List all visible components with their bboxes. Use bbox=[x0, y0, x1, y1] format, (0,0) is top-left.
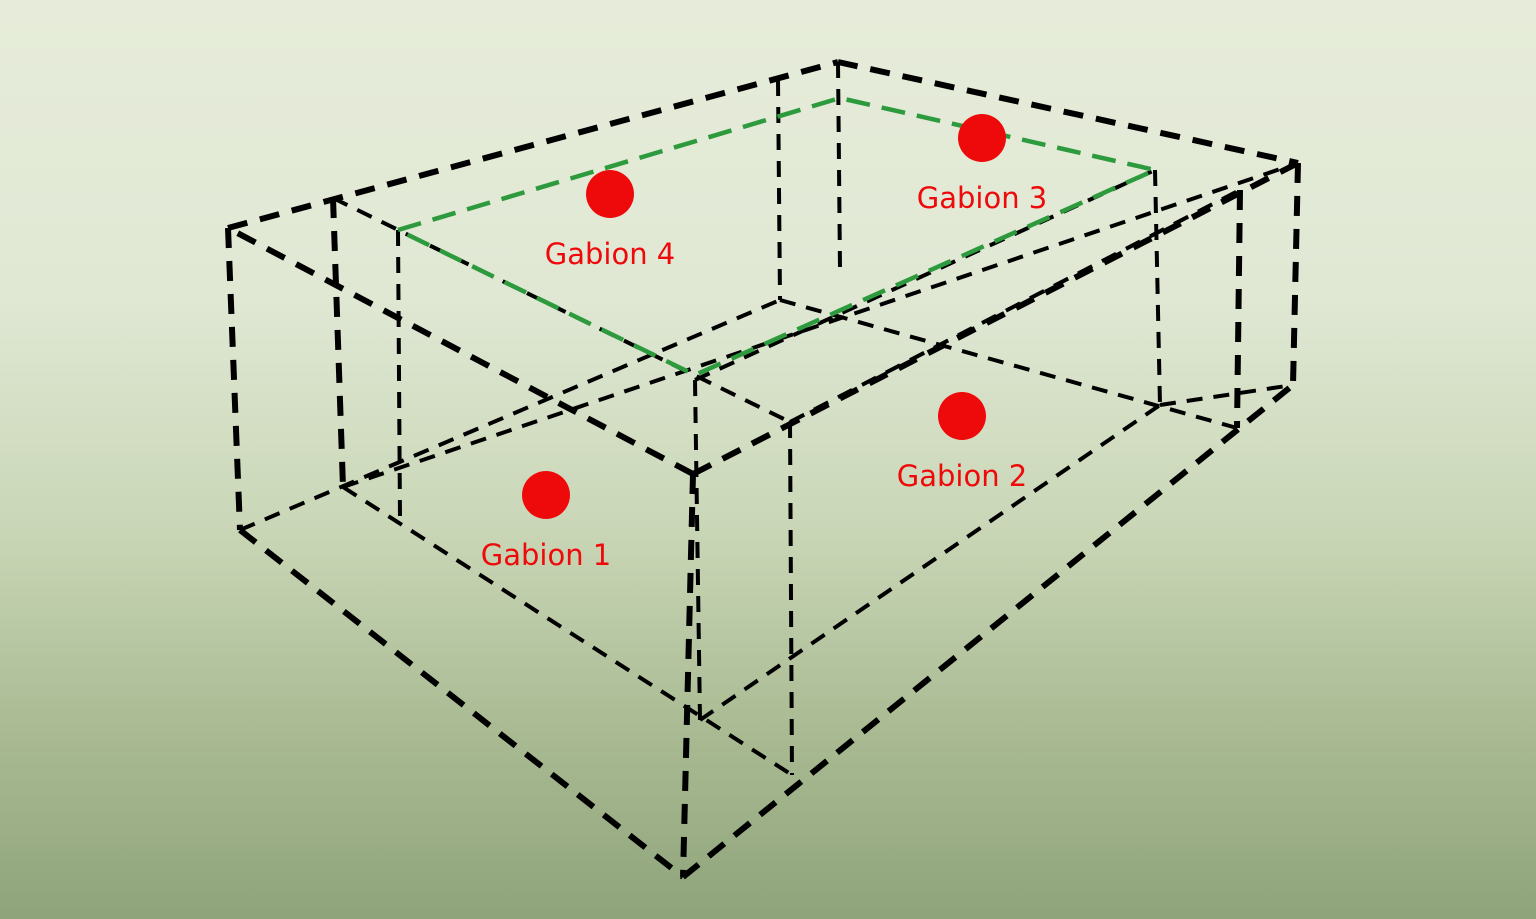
inner-front-vertical-edge bbox=[788, 421, 794, 776]
outer-top-back-right-edge bbox=[837, 59, 1299, 166]
bottom-diagonal-edge bbox=[342, 161, 1299, 489]
gabion-2-marker bbox=[938, 392, 986, 440]
outer-front-vertical-edge bbox=[680, 473, 696, 878]
inner-long-bottom-edge bbox=[341, 485, 794, 777]
bottom-right-short-edge bbox=[1159, 383, 1294, 407]
outer-right-vertical-edge bbox=[1290, 162, 1301, 386]
bottom-back-right-edge bbox=[779, 298, 1238, 430]
gabion-2-label: Gabion 2 bbox=[897, 459, 1028, 493]
gabion-3-marker bbox=[958, 114, 1006, 162]
gabion-2: Gabion 2 bbox=[897, 392, 1028, 493]
inner-top-green-outline bbox=[397, 95, 1163, 378]
inner-top-outline bbox=[397, 95, 1163, 378]
gabion-3: Gabion 3 bbox=[917, 114, 1048, 215]
outer-bottom-front-left-edge bbox=[238, 527, 685, 880]
inner-left-vertical-edge bbox=[396, 229, 402, 521]
left-divider-vertical-edge bbox=[330, 197, 346, 488]
back-left-vertical-edge bbox=[776, 79, 782, 301]
gabion-3-label: Gabion 3 bbox=[917, 181, 1048, 215]
right-divider-vertical-edge bbox=[1234, 189, 1243, 429]
inner-partitions bbox=[239, 61, 1299, 777]
gabion-1: Gabion 1 bbox=[481, 471, 612, 572]
middle-partition-front-vertical bbox=[693, 379, 702, 721]
inner-cross-top-edge bbox=[789, 188, 1241, 424]
back-corner-vertical-edge bbox=[836, 61, 842, 271]
gabion-1-label: Gabion 1 bbox=[481, 538, 612, 572]
gabion-4-label: Gabion 4 bbox=[545, 237, 676, 271]
gabion-4: Gabion 4 bbox=[545, 170, 676, 271]
outer-top-back-left-edge bbox=[227, 59, 839, 231]
middle-partition-bottom-edge bbox=[698, 403, 1162, 722]
gabion-4-marker bbox=[586, 170, 634, 218]
outer-left-vertical-edge bbox=[225, 227, 243, 531]
middle-partition-back-vertical bbox=[1153, 169, 1162, 406]
outer-top-front-left-edge bbox=[226, 225, 695, 477]
inner-long-top-edge bbox=[332, 196, 791, 424]
middle-partition-top-edge bbox=[694, 168, 1156, 382]
gabion-1-marker bbox=[522, 471, 570, 519]
bottom-back-left-edge bbox=[239, 298, 781, 532]
